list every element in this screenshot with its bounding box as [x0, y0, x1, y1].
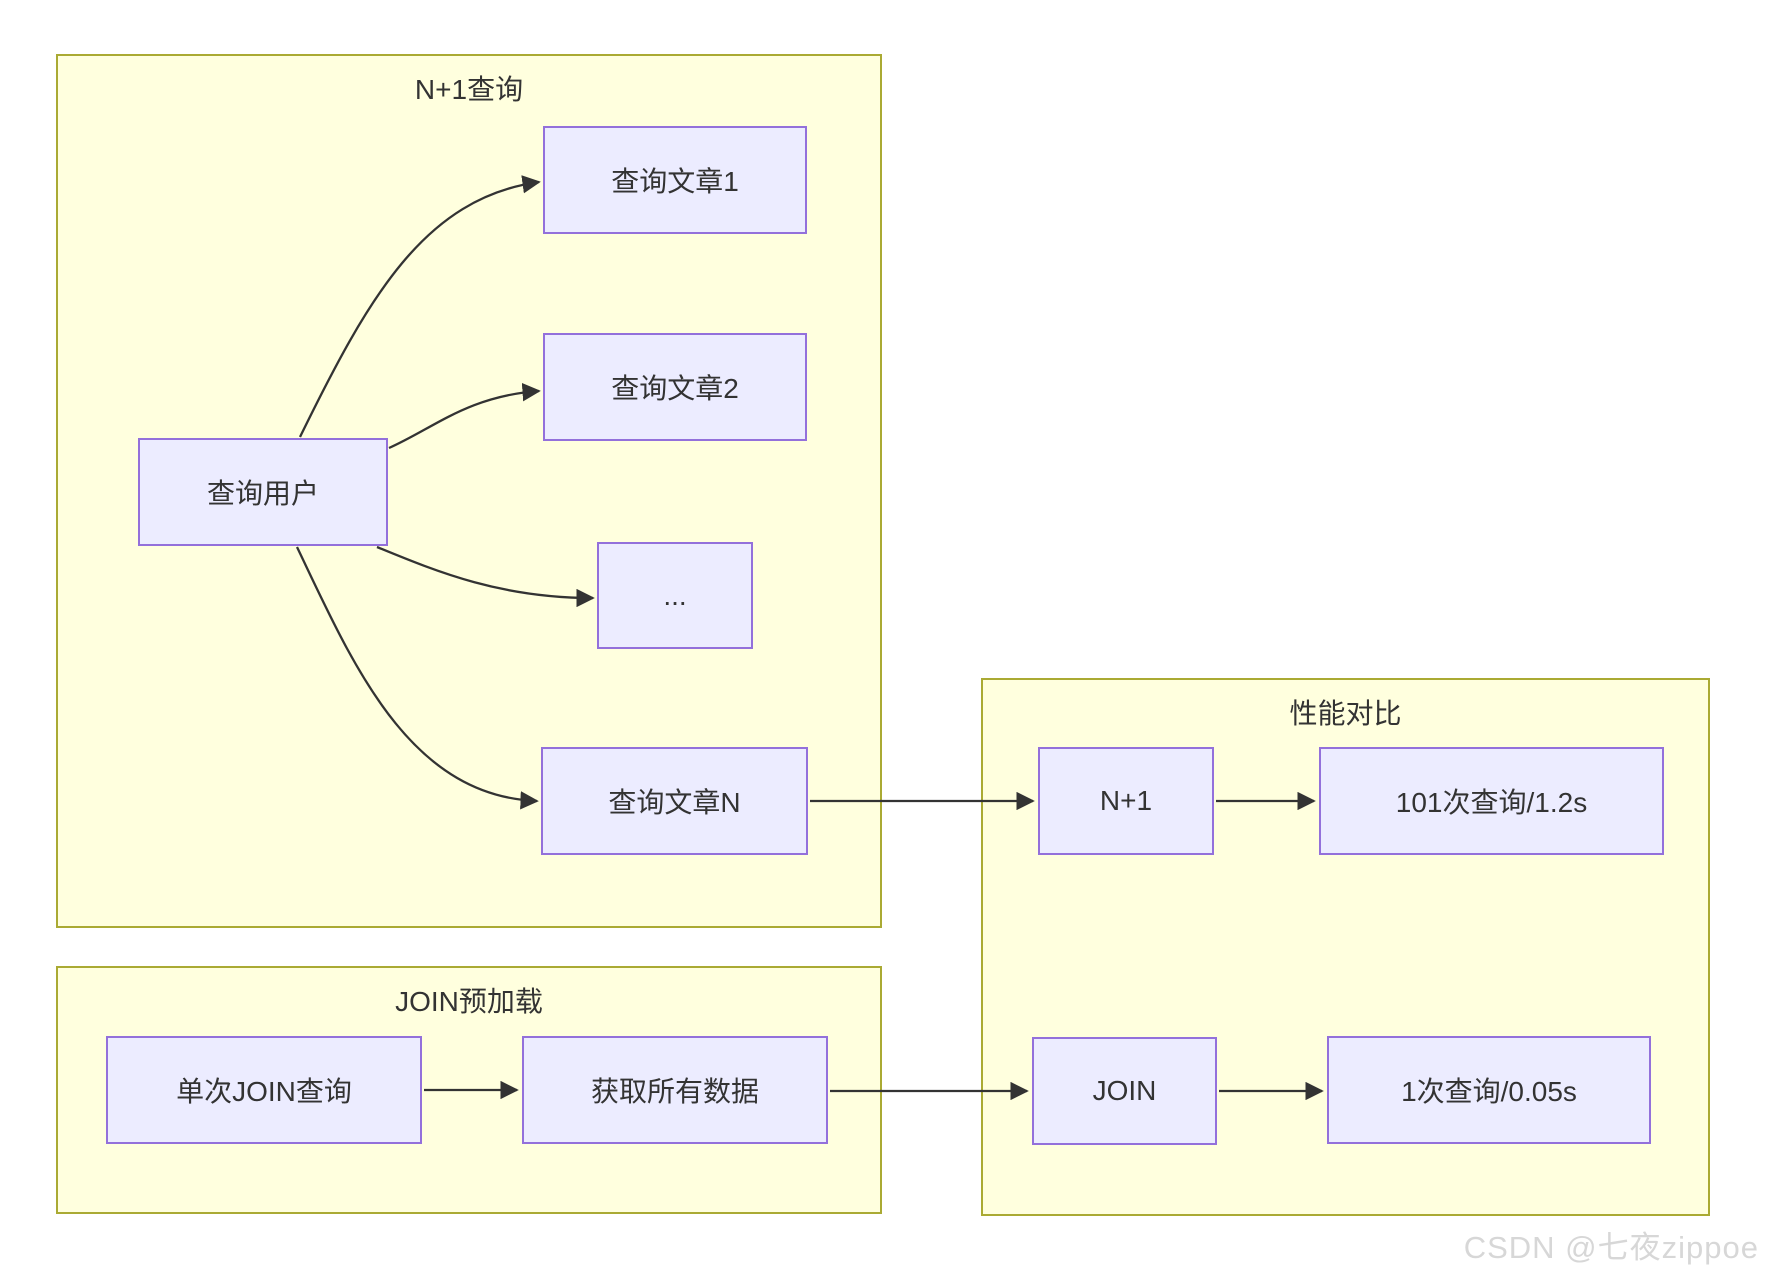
node-n-plus-1: N+1 [1038, 747, 1214, 855]
node-query-article-n: 查询文章N [541, 747, 808, 855]
node-query-article-1: 查询文章1 [543, 126, 807, 234]
node-1-query-0-05s: 1次查询/0.05s [1327, 1036, 1651, 1144]
edge-query-user-to-article2 [388, 382, 541, 450]
edge-query-user-to-ellipsis [376, 545, 595, 608]
node-join: JOIN [1032, 1037, 1217, 1145]
node-query-user: 查询用户 [138, 438, 388, 546]
csdn-watermark: CSDN @七夜zippoe [1463, 1230, 1759, 1265]
cluster-title-performance-comparison: 性能对比 [1289, 698, 1402, 729]
node-query-article-2: 查询文章2 [543, 333, 807, 441]
node-single-join-query: 单次JOIN查询 [106, 1036, 422, 1144]
node-ellipsis: ... [597, 542, 753, 649]
cluster-title-join-preload: JOIN预加载 [395, 986, 543, 1017]
edge-query-user-to-articleN [295, 546, 539, 810]
node-101-queries-1-2s: 101次查询/1.2s [1319, 747, 1664, 855]
edge-query-user-to-article1 [298, 175, 541, 438]
cluster-title-n-plus-1-query: N+1查询 [414, 74, 524, 105]
node-fetch-all-data: 获取所有数据 [522, 1036, 828, 1144]
